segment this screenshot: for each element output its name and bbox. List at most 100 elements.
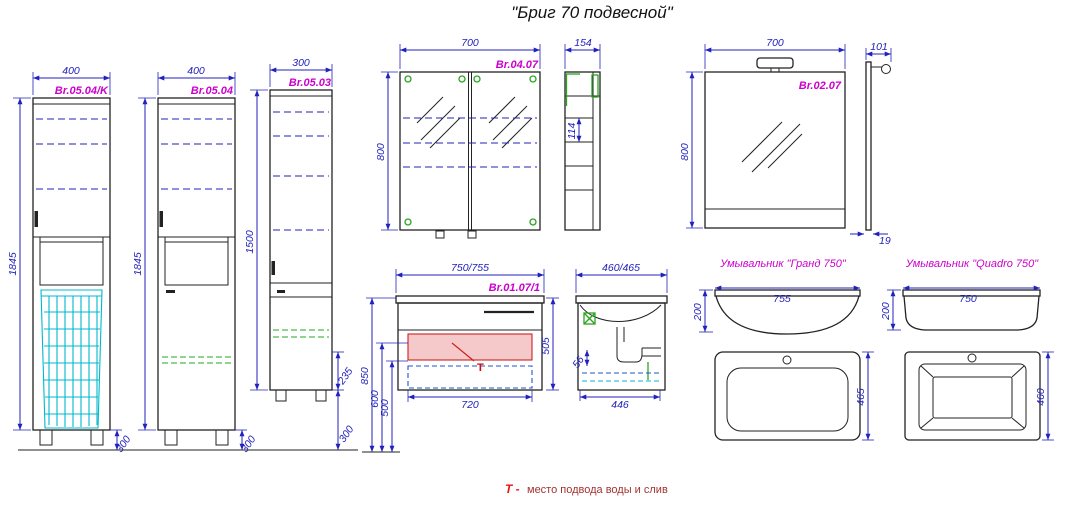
hinge-mark: [404, 75, 412, 83]
legend-text: место подвода воды и слив: [527, 484, 668, 496]
vanity-drawing: Т 750/755 Br.01.07/1 505 850 600 500 720: [359, 262, 559, 453]
mirror-cabinet-body: [399, 71, 541, 231]
cabinet-k-width-dim: 400: [62, 65, 80, 77]
cabinet-door-handle: [166, 290, 175, 293]
mirror-side-view: 101 19: [850, 41, 892, 247]
vanity-drain-height-dim: 500: [379, 399, 391, 417]
sink-grand-title: Умывальник "Гранд 750": [719, 258, 847, 270]
cabinet-k-body: [32, 97, 111, 431]
sink-grand-drawing: Умывальник "Гранд 750" 755 200 465: [692, 258, 874, 441]
mirror-width-dim: 700: [766, 37, 784, 49]
basin-profile: [579, 304, 662, 322]
narrow-cabinet-height-dim: 1500: [244, 230, 256, 254]
mirror-label: Br.02.07: [799, 80, 842, 92]
hinge-mark: [458, 75, 466, 83]
narrow-cabinet-label: Br.05.03: [289, 77, 331, 89]
sink-quadro-basin-inner: [932, 376, 1013, 419]
mirror-depth-dim: 101: [870, 41, 888, 53]
vanity-side-view: 460/465 56 446: [570, 262, 668, 411]
mirror-cabinet-height-dim: 800: [375, 143, 387, 161]
cabinet-k-height-dim: 1845: [7, 252, 19, 276]
narrow-cabinet-body: [269, 89, 333, 391]
side-lamp: [881, 64, 891, 74]
siphon-trap: [616, 342, 643, 363]
vanity-depth-dim: 460/465: [602, 262, 640, 274]
hinge-mark: [529, 218, 537, 226]
narrow-cabinet-plinth-dim: 300: [337, 424, 357, 445]
narrow-cabinet-drawer-handle: [277, 290, 285, 293]
hinge-mark: [404, 218, 412, 226]
cabinet-foot: [215, 429, 229, 446]
tall-cabinet-drawing: 400 1845 300 Br.05.04: [132, 65, 259, 455]
narrow-cabinet-handle: [271, 261, 275, 275]
faucet-hole: [967, 353, 977, 363]
cabinet-body: [157, 97, 236, 431]
vanity-supply-zone: [407, 333, 533, 361]
sink-grand-top-view: [714, 351, 861, 441]
tall-cabinet-k-drawing: 400 1845 300 Br.05.04/K: [7, 65, 134, 455]
sink-grand-width-dim: 755: [773, 293, 791, 305]
sink-grand-depth-dim: 465: [855, 388, 867, 406]
sink-grand-basin: [726, 367, 849, 432]
narrow-cabinet-width-dim: 300: [292, 57, 310, 69]
mirror-lamp: [756, 57, 794, 69]
sheet-title: "Бриг 70 подвесной": [511, 3, 673, 22]
sink-quadro-width-dim: 750: [959, 293, 977, 305]
vanity-side-body: [577, 302, 666, 391]
vanity-mount-height-dim: 850: [359, 367, 371, 385]
vanity-inner-width-dim: 720: [461, 399, 479, 411]
legend: Т - место подвода воды и слив: [505, 482, 668, 496]
cabinet-height-dim: 1845: [132, 252, 144, 276]
sink-quadro-basin-outer: [918, 363, 1027, 431]
laundry-basket: [40, 289, 103, 429]
hinge-mark: [473, 75, 481, 83]
sink-quadro-top-view: [904, 351, 1041, 441]
mirror-drawing: 700 800 Br.02.07 101 19: [679, 37, 892, 247]
vanity-inner-depth-dim: 446: [611, 399, 629, 411]
vanity-countertop: [395, 295, 545, 304]
sink-grand-bowl: [715, 295, 860, 335]
vanity-bottom-dashed: [407, 365, 533, 389]
mirror-cabinet-width-dim: 700: [461, 37, 479, 49]
hinge-mark: [529, 75, 537, 83]
narrow-cabinet-drawing: 300 1500 235 300 Br.05.03: [244, 57, 357, 450]
sink-quadro-title: Умывальник "Quadro 750": [905, 258, 1039, 270]
cabinet-foot: [164, 429, 178, 446]
mirror-body: [704, 71, 846, 229]
supply-point: [583, 312, 596, 325]
narrow-cabinet-foot: [315, 389, 327, 402]
side-green-panel: [591, 74, 599, 98]
mirror-cabinet-drawing: 700 800 Br.04.07 154 114: [375, 37, 601, 239]
cabinet-label: Br.05.04: [191, 85, 233, 97]
vanity-supply-height-dim: 600: [369, 390, 381, 408]
narrow-cabinet-foot: [275, 389, 287, 402]
cabinet-k-foot: [90, 429, 104, 446]
mirror-cabinet-side-view: 154 114: [564, 37, 601, 231]
mirror-cabinet-depth-dim: 154: [574, 37, 592, 49]
vanity-height-dim: 505: [540, 337, 552, 355]
sink-quadro-height-dim: 200: [880, 302, 892, 321]
faucet-hole: [782, 355, 792, 365]
vanity-body: [397, 302, 543, 391]
cabinet-k-handle: [34, 211, 38, 227]
cabinet-handle: [159, 211, 163, 227]
mirror-cabinet-label: Br.04.07: [496, 59, 539, 71]
vanity-t-marker: Т: [477, 362, 484, 374]
cabinet-k-foot: [39, 429, 53, 446]
door-stop: [435, 230, 445, 239]
vanity-label: Br.01.07/1: [489, 282, 540, 294]
mirror-cabinet-inner-dim: 114: [566, 122, 578, 139]
door-stop: [467, 230, 477, 239]
legend-marker: Т -: [505, 482, 520, 496]
sink-grand-height-dim: 200: [692, 303, 704, 322]
vanity-gap-dim: 56: [570, 354, 587, 371]
vanity-side-countertop: [575, 295, 668, 304]
sink-quadro-drawing: Умывальник "Quadro 750" 750 200 460: [880, 258, 1054, 441]
cabinet-width-dim: 400: [187, 65, 205, 77]
cabinet-k-label: Br.05.04/K: [55, 85, 109, 97]
mirror-height-dim: 800: [679, 143, 691, 161]
sink-quadro-depth-dim: 460: [1035, 388, 1047, 406]
mirror-thickness-dim: 19: [879, 235, 891, 247]
